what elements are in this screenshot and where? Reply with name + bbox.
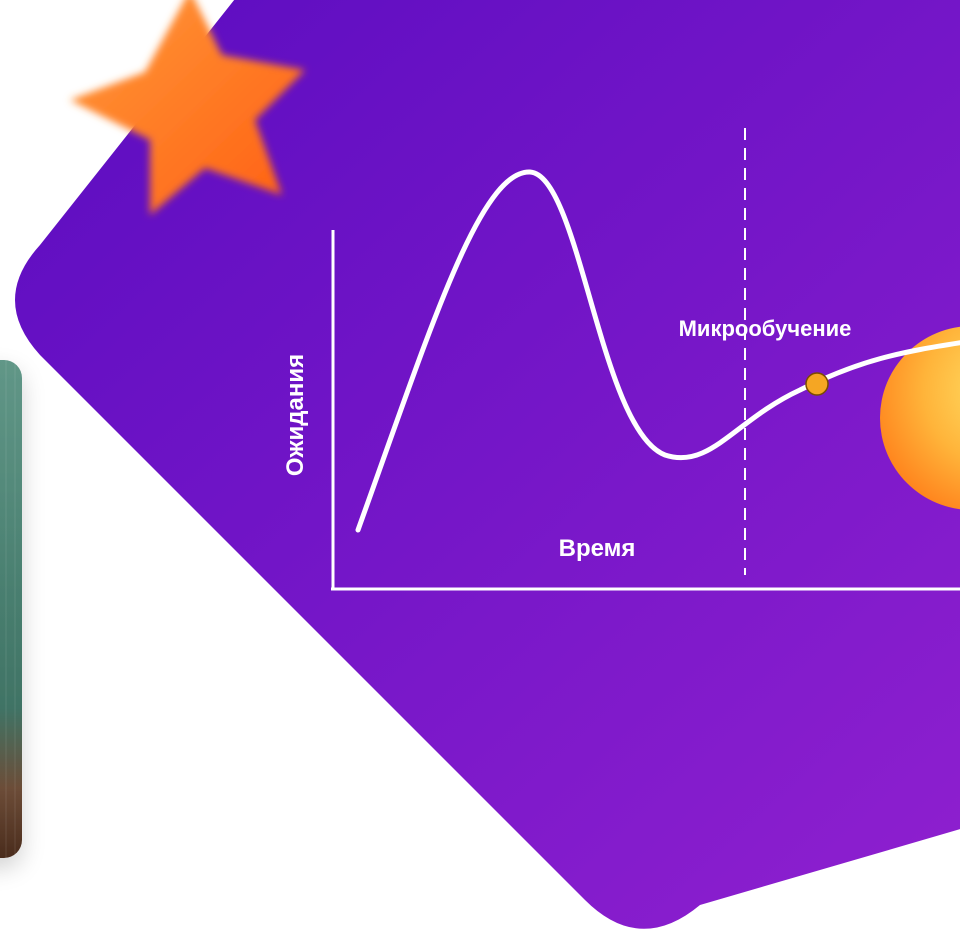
microlearning-label: Микрообучение bbox=[679, 316, 852, 341]
y-axis-label: Ожидания bbox=[282, 354, 309, 476]
star-icon bbox=[70, 0, 305, 215]
microlearning-marker-dot bbox=[805, 372, 829, 396]
purple-diamond-background bbox=[15, 0, 960, 929]
orb-icon bbox=[880, 326, 960, 510]
x-axis-label: Время bbox=[559, 535, 636, 562]
blackboard-photo bbox=[0, 360, 22, 858]
